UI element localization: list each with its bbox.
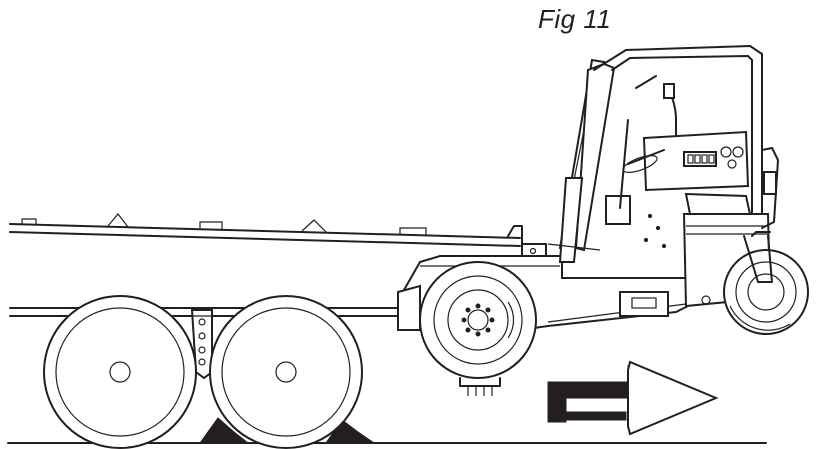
truck-bed bbox=[9, 213, 547, 317]
suspension-hanger bbox=[186, 309, 218, 380]
truck-wheel-rear bbox=[209, 295, 363, 449]
wheel-chock-left bbox=[199, 417, 250, 444]
forklift-rear-wheel bbox=[723, 231, 809, 335]
figure-label: Fig 11 bbox=[538, 4, 612, 34]
direction-arrow bbox=[547, 360, 719, 436]
forklift-mast bbox=[547, 58, 631, 263]
forklift-drive-wheel bbox=[419, 261, 537, 396]
truck-wheel-front bbox=[43, 295, 197, 449]
